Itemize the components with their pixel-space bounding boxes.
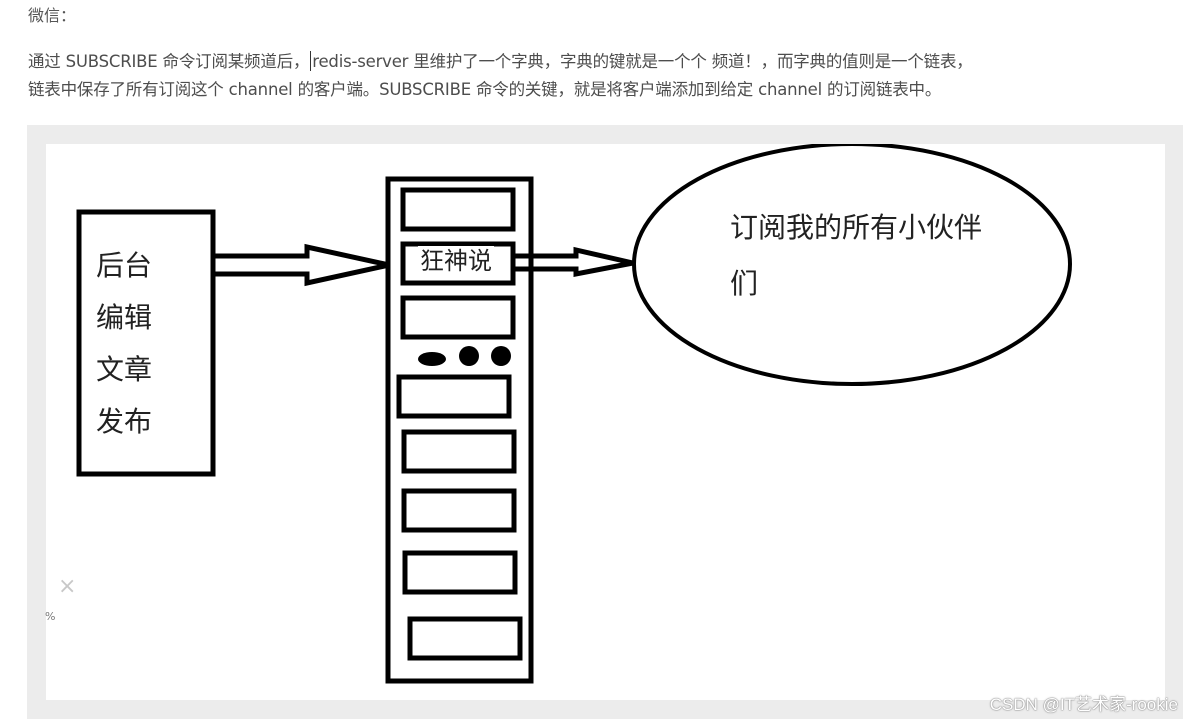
publisher-label-line-1: 后台 [96,249,153,282]
publisher-box [76,209,216,477]
channel-slot-highlighted [400,241,516,286]
publisher-label-line-4: 发布 [96,405,153,438]
article-paragraph: 通过 SUBSCRIBE 命令订阅某频道后，redis-server 里维护了一… [28,48,1178,104]
subscribers-ellipse [632,144,1072,386]
paragraph-line-1-end: redis-server 里维护了一个字典，字典的键就是一个个 频道！，而字典的… [312,52,973,71]
channel-slot-3 [400,295,516,340]
wechat-label: 微信： [28,6,77,25]
ellipsis-dots [418,346,511,366]
publish-arrow [213,243,390,287]
csdn-watermark: CSDN @IT艺术家-rookie [989,695,1178,714]
channel-slot-5 [401,429,517,474]
channel-slot-1 [400,187,516,232]
channel-name-label: 狂神说 [418,246,494,276]
channel-slot-4 [396,374,512,419]
channel-slot-8 [407,616,523,661]
paragraph-line-2: 链表中保存了所有订阅这个 channel 的客户端。SUBSCRIBE 命令的关… [28,80,942,99]
channel-slot-6 [401,488,517,533]
diagram-canvas: 后台 编辑 文章 发布 狂神说 订阅我的所有小伙伴 们 [46,144,1165,700]
publisher-label-line-2: 编辑 [96,301,153,334]
publisher-label: 后台 编辑 文章 发布 [96,240,176,448]
diagram-figure: 后台 编辑 文章 发布 狂神说 订阅我的所有小伙伴 们 [27,125,1183,719]
subscribers-label-line-1: 订阅我的所有小伙伴 [730,211,983,244]
subscribers-label: 订阅我的所有小伙伴 们 [730,200,1030,312]
pubsub-diagram-svg [76,144,1072,684]
channel-list-container [385,176,534,684]
paragraph-line-1-start: 通过 SUBSCRIBE 命令订阅某频道后， [28,52,310,71]
text-caret [310,51,312,71]
paragraph-line-1: 通过 SUBSCRIBE 命令订阅某频道后，redis-server 里维护了一… [28,48,1178,76]
publisher-label-line-3: 文章 [96,353,153,386]
channel-slot-7 [402,550,518,595]
close-icon[interactable]: × [58,574,77,599]
subscribers-label-line-2: 们 [730,267,759,300]
percent-fragment: % [45,610,56,623]
